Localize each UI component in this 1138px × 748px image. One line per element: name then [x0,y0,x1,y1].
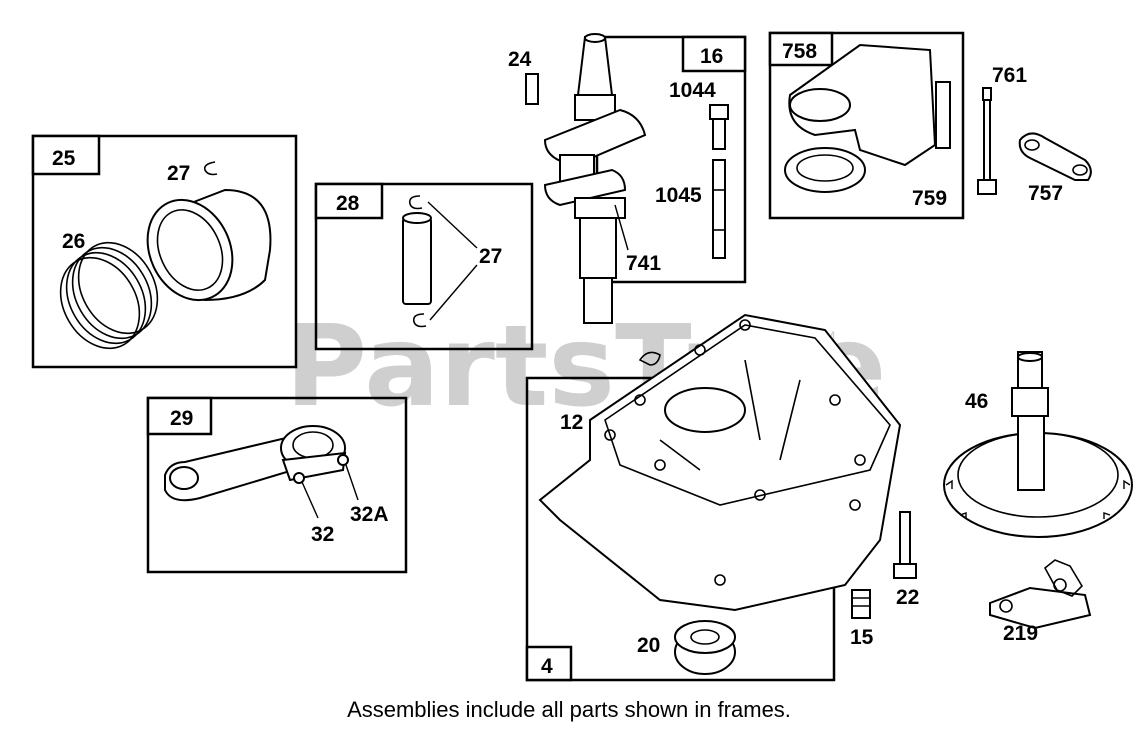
label-15: 15 [850,626,874,649]
label-757: 757 [1028,182,1063,205]
frame-16-tag: 16 [700,45,723,68]
plug-15-part[interactable] [851,589,871,619]
balancer-housing-part[interactable] [784,43,937,193]
label-759: 759 [912,187,947,210]
rod-bolt-a-part[interactable] [337,454,349,466]
crankshaft-part[interactable] [543,33,647,324]
label-27-piston: 27 [167,162,190,185]
frame-29[interactable]: 29 32 32A [146,396,408,574]
frame-25-tag: 25 [52,147,76,170]
stud-1045-part[interactable] [712,159,726,259]
frame-758[interactable]: 758 759 [768,31,965,220]
sump-part[interactable] [538,313,902,612]
label-26: 26 [62,230,85,253]
frame-758-tag: 758 [782,40,817,63]
label-1045: 1045 [655,184,702,207]
bolt-1044-part[interactable] [709,104,729,150]
frame-16[interactable]: 16 [595,35,747,284]
label-27-pin: 27 [479,245,502,268]
retainer-clip-bottom[interactable] [412,313,427,328]
governor-219-part[interactable] [989,559,1092,630]
label-761: 761 [992,64,1027,87]
label-46: 46 [965,390,988,413]
piston-pin-part[interactable] [402,212,432,305]
oil-seal-part[interactable] [674,620,736,675]
camshaft-part[interactable] [943,351,1133,538]
frame-4-tag: 4 [541,655,553,678]
frame-28[interactable]: 28 27 [314,182,534,351]
label-219: 219 [1003,622,1038,645]
label-22: 22 [896,586,919,609]
bolt-761-part[interactable] [977,87,997,195]
label-12: 12 [560,411,583,434]
label-24: 24 [508,48,532,71]
frame-29-tag: 29 [170,407,193,430]
piston-rings-part[interactable] [45,228,173,362]
retainer-clip-top[interactable] [408,195,423,210]
label-20: 20 [637,634,660,657]
bolt-22-part[interactable] [893,511,917,579]
label-1044: 1044 [669,79,716,102]
diagram-caption: Assemblies include all parts shown in fr… [347,697,791,722]
pin-759-part[interactable] [935,81,951,149]
frame-28-tag: 28 [336,192,360,215]
label-741: 741 [626,252,661,275]
label-32: 32 [311,523,334,546]
label-32a: 32A [350,503,389,526]
frame-25[interactable]: 25 27 26 [31,134,298,369]
crankshaft-key-part[interactable] [525,73,539,105]
rod-bolt-part[interactable] [293,472,305,484]
link-757-part[interactable] [1018,132,1092,181]
connecting-rod-part[interactable] [164,425,347,502]
piston-part[interactable] [132,186,272,314]
piston-pin-clip-part[interactable] [203,161,218,176]
